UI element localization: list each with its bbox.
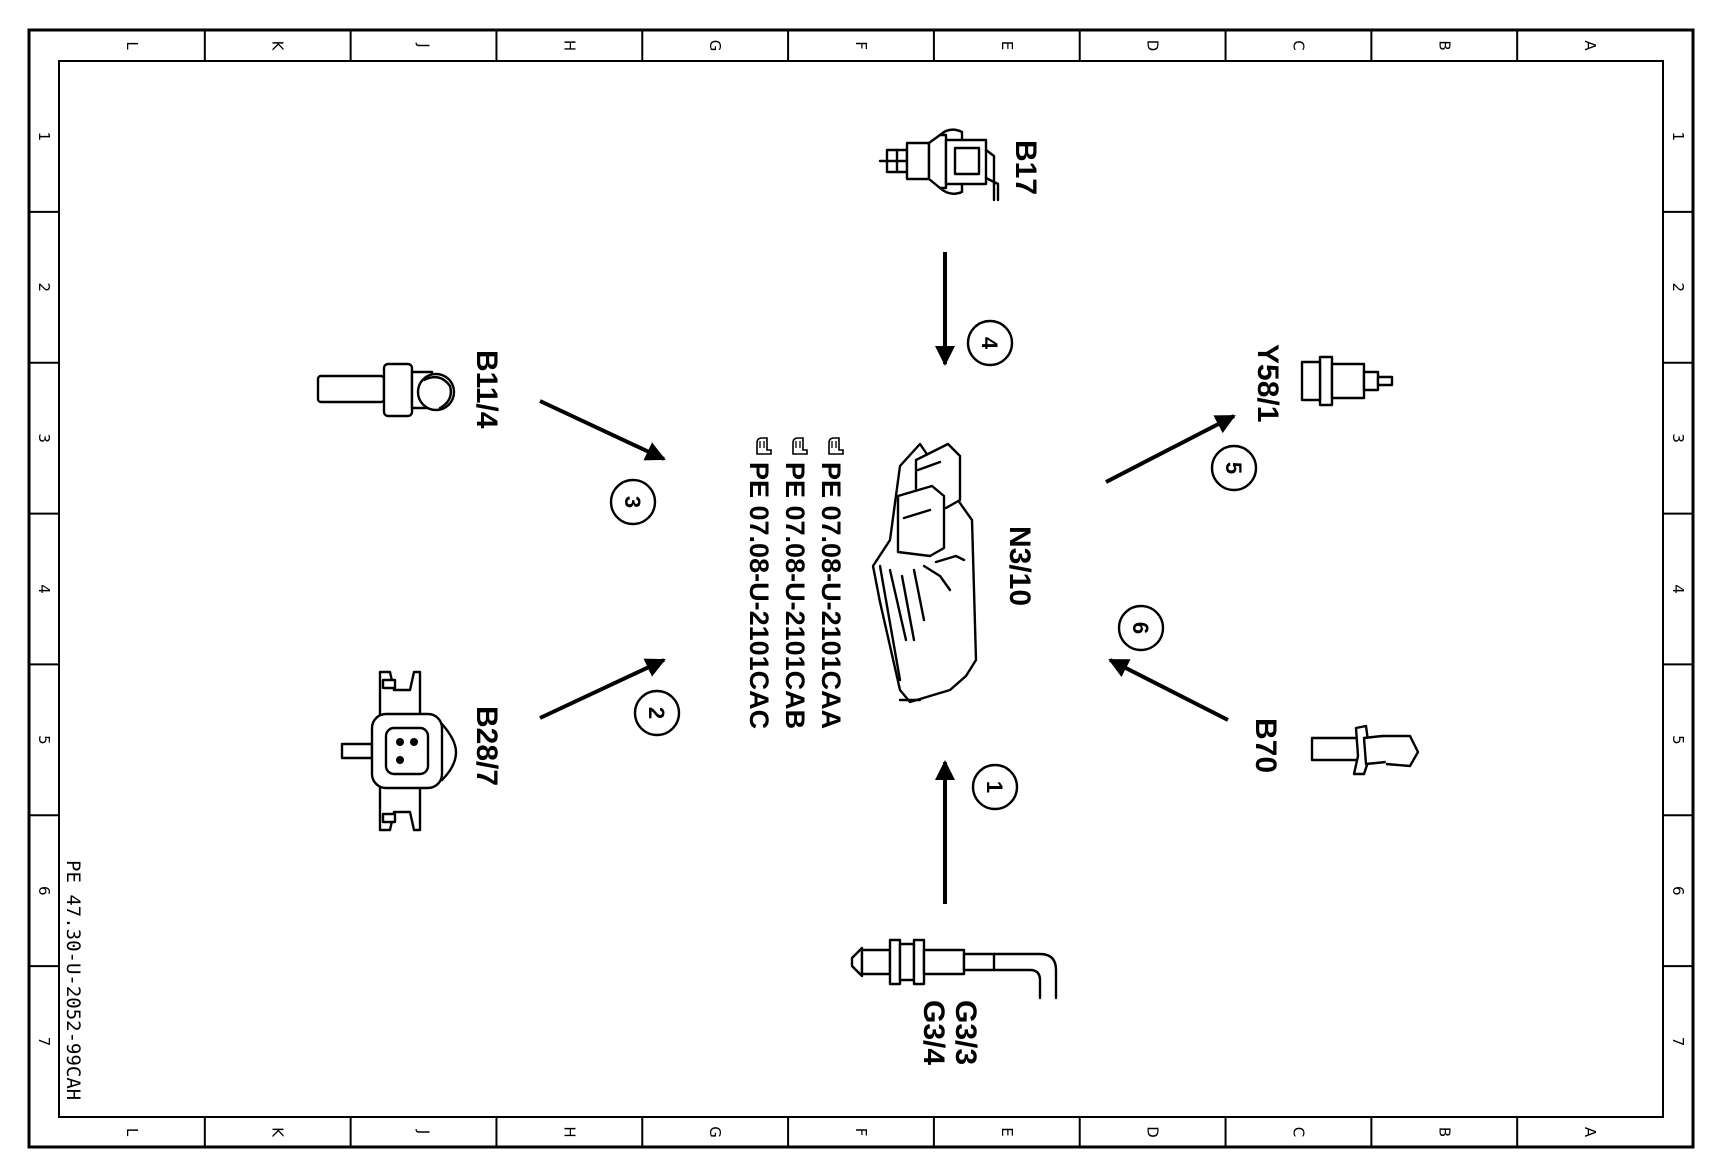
b28-7-sensor-icon <box>340 670 458 832</box>
column-label-top-D: D <box>1144 40 1162 52</box>
b17-label: B17 <box>1009 140 1042 195</box>
row-labels-right: 1 2 3 4 5 6 7 <box>1669 132 1687 1047</box>
row-label-right-7: 7 <box>1669 1037 1687 1047</box>
column-label-bottom-D: D <box>1144 1126 1162 1138</box>
column-label-top-G: G <box>706 40 724 52</box>
row-labels-left: 1 2 3 4 5 6 7 <box>35 132 53 1047</box>
column-label-bottom-K: K <box>269 1127 287 1138</box>
reference-2: PE 07.08-U-2101CAB <box>780 462 810 729</box>
frame-ticks <box>29 30 1693 1147</box>
row-label-right-3: 3 <box>1669 433 1687 443</box>
signal-number-4: 4 <box>966 319 1014 367</box>
column-label-top-A: A <box>1581 40 1599 51</box>
column-label-top-C: C <box>1289 40 1307 50</box>
reference-3: PE 07.08-U-2101CAC <box>744 462 774 729</box>
svg-text:3: 3 <box>620 496 645 508</box>
column-label-bottom-C: C <box>1289 1127 1307 1137</box>
column-label-top-K: K <box>269 41 287 52</box>
column-label-bottom-J: J <box>415 1129 433 1134</box>
column-label-top-F: F <box>852 41 870 50</box>
svg-text:4: 4 <box>977 337 1002 350</box>
g3-4-label: G3/4 <box>917 1000 950 1065</box>
svg-text:6: 6 <box>1128 622 1153 634</box>
b11-4-sensor-icon <box>316 362 456 418</box>
signal-number-3: 3 <box>609 478 657 526</box>
reference-1: PE 07.08-U-2101CAA <box>816 462 846 729</box>
row-label-left-6: 6 <box>35 886 53 896</box>
b17-sensor-icon <box>878 128 1000 202</box>
row-label-left-2: 2 <box>35 283 53 293</box>
svg-text:5: 5 <box>1221 462 1246 474</box>
g3-oxygen-sensor-icon <box>850 938 1058 1000</box>
row-label-left-5: 5 <box>35 735 53 745</box>
signal-arrow-2 <box>539 658 666 720</box>
signal-number-1: 1 <box>971 763 1019 811</box>
signal-arrow-5 <box>1105 414 1236 484</box>
b28-7-label: B28/7 <box>470 706 503 786</box>
n3-10-label: N3/10 <box>1003 526 1036 606</box>
row-label-right-5: 5 <box>1669 735 1687 745</box>
row-label-left-4: 4 <box>35 584 53 594</box>
document-id: PE 47.30-U-2052-99CAH <box>62 860 84 1100</box>
column-label-top-B: B <box>1435 40 1453 50</box>
row-label-left-1: 1 <box>35 132 53 142</box>
column-label-bottom-F: F <box>852 1128 870 1137</box>
column-label-top-H: H <box>560 40 578 51</box>
drawing-frame <box>27 28 1695 1149</box>
column-label-bottom-A: A <box>1581 1127 1599 1138</box>
y58-1-label: Y58/1 <box>1251 344 1284 422</box>
g3-3-label: G3/3 <box>949 1000 982 1065</box>
svg-text:1: 1 <box>982 781 1007 793</box>
svg-text:2: 2 <box>644 707 669 719</box>
signal-arrow-6 <box>1108 658 1229 722</box>
row-label-right-4: 4 <box>1669 584 1687 594</box>
row-label-right-2: 2 <box>1669 283 1687 293</box>
column-label-bottom-B: B <box>1435 1127 1453 1137</box>
row-label-left-7: 7 <box>35 1037 53 1047</box>
column-label-bottom-H: H <box>560 1126 578 1137</box>
signal-number-2: 2 <box>633 689 681 737</box>
signal-arrow-3 <box>539 399 666 461</box>
column-label-top-E: E <box>998 41 1016 50</box>
b70-sensor-icon <box>1310 724 1420 776</box>
y58-1-valve-icon <box>1300 355 1394 407</box>
column-label-bottom-G: G <box>706 1126 724 1138</box>
signal-number-6: 6 <box>1117 604 1165 652</box>
column-label-top-J: J <box>415 42 433 47</box>
signal-number-5: 5 <box>1210 444 1258 492</box>
b70-label: B70 <box>1249 718 1282 773</box>
column-label-bottom-E: E <box>998 1127 1016 1136</box>
n3-10-control-unit-icon <box>871 442 978 704</box>
row-label-right-1: 1 <box>1669 132 1687 142</box>
b11-4-label: B11/4 <box>470 350 503 429</box>
column-label-bottom-L: L <box>123 1128 141 1137</box>
row-label-left-3: 3 <box>35 433 53 443</box>
row-label-right-6: 6 <box>1669 886 1687 896</box>
reference-list: PE 07.08-U-2101CAA PE 07.08-U-2101CAB PE… <box>744 437 846 729</box>
column-label-top-L: L <box>123 41 141 50</box>
